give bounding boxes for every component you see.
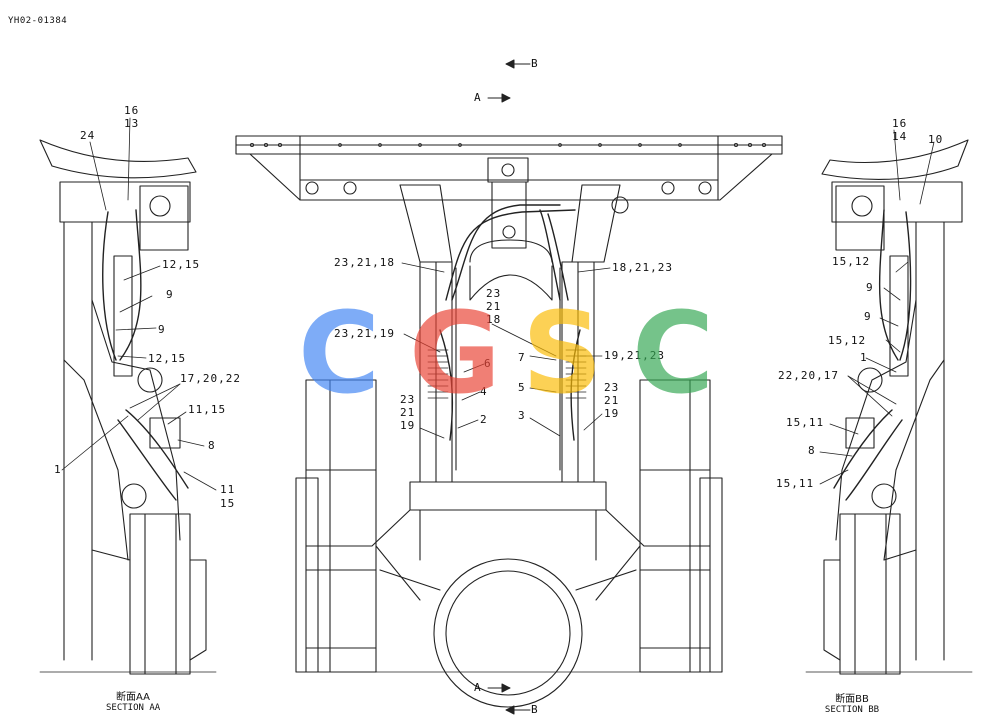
callout: 11,15	[188, 403, 227, 416]
callout: 19	[604, 407, 620, 420]
callout: 12,15	[148, 352, 187, 365]
section-arrows	[487, 59, 531, 715]
watermark-letter: S	[522, 289, 603, 419]
callout: 12,15	[162, 258, 201, 271]
callout: 16	[124, 104, 140, 117]
callout: 9	[166, 288, 174, 301]
callout: 1	[54, 463, 62, 476]
callout: 7	[518, 351, 526, 364]
callout: 8	[208, 439, 216, 452]
callout: 15	[220, 497, 236, 510]
drawing-id: YH02-01384	[8, 16, 68, 26]
callout: 9	[864, 310, 872, 323]
callout: 10	[928, 133, 944, 146]
callout: 15,12	[832, 255, 871, 268]
callout: 15,11	[786, 416, 825, 429]
caption-aa-jp: 断面AA	[116, 692, 150, 703]
callout: 1	[860, 351, 868, 364]
callout: 19,21,23	[604, 349, 665, 362]
section-mark-a-top: A	[474, 91, 482, 104]
callout: 16	[892, 117, 908, 130]
watermark-letter: C	[298, 289, 381, 419]
leader-lines	[61, 117, 935, 491]
callout: 21	[400, 406, 416, 419]
callout: 9	[158, 323, 166, 336]
callout: 23	[486, 287, 502, 300]
callout: 23	[400, 393, 416, 406]
callout: 23,21,19	[334, 327, 395, 340]
section-mark-b-top: B	[531, 57, 539, 70]
callout: 5	[518, 381, 526, 394]
callout: 11	[220, 483, 236, 496]
callout: 6	[484, 357, 492, 370]
callout: 14	[892, 130, 908, 143]
callout: 21	[604, 394, 620, 407]
watermark-letter: G	[409, 289, 501, 419]
callout: 15,12	[828, 334, 867, 347]
section-mark-b-bottom: B	[531, 703, 539, 716]
callout: 17,20,22	[180, 372, 241, 385]
caption-bb-en: SECTION BB	[824, 705, 880, 715]
watermark-letter: C	[632, 289, 715, 419]
callout: 24	[80, 129, 96, 142]
callout: 3	[518, 409, 526, 422]
center-view	[235, 135, 783, 708]
caption-section-aa: 断面AA SECTION AA	[106, 692, 160, 714]
callout: 18,21,23	[612, 261, 673, 274]
callout: 21	[486, 300, 502, 313]
callout: 22,20,17	[778, 369, 839, 382]
callout: 9	[866, 281, 874, 294]
caption-bb-jp: 断面BB	[835, 694, 869, 705]
callout: 13	[124, 117, 140, 130]
callout: 18	[486, 313, 502, 326]
caption-section-bb: 断面BB SECTION BB	[824, 694, 880, 716]
section-mark-a-bottom: A	[474, 681, 482, 694]
callout: 19	[400, 419, 416, 432]
callout: 8	[808, 444, 816, 457]
right-view	[805, 139, 973, 675]
callout: 23	[604, 381, 620, 394]
left-view	[39, 139, 217, 675]
callout: 2	[480, 413, 488, 426]
callout: 23,21,18	[334, 256, 395, 269]
callout: 15,11	[776, 477, 815, 490]
caption-aa-en: SECTION AA	[106, 703, 161, 713]
callout: 4	[480, 385, 488, 398]
